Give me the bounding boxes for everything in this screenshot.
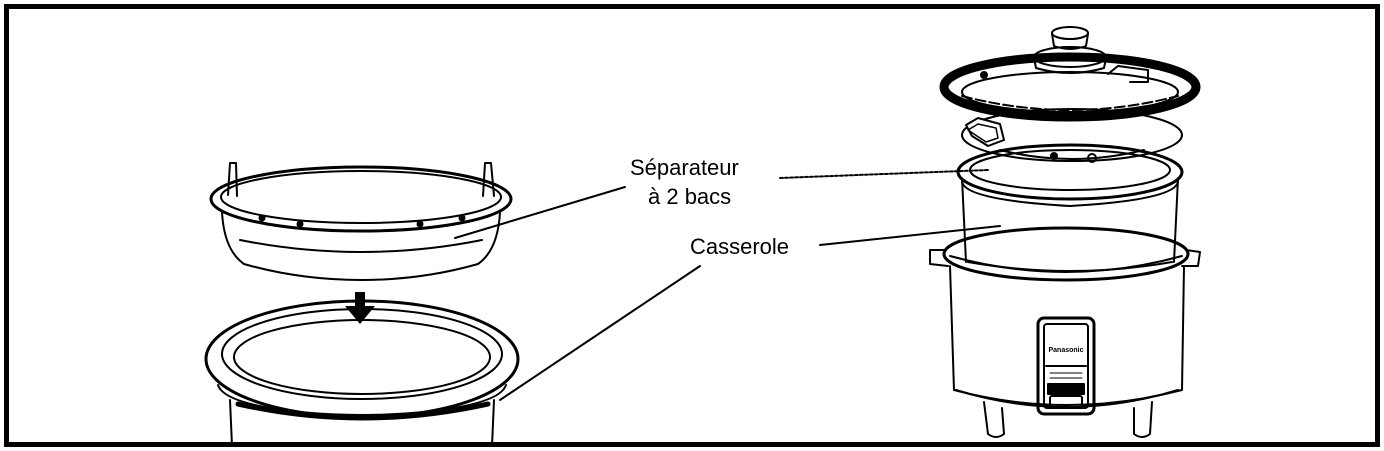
label-separator-line2: à 2 bacs bbox=[648, 184, 732, 209]
lid-knob bbox=[1033, 26, 1107, 74]
leader-line-separator-right bbox=[779, 169, 989, 179]
control-panel bbox=[1036, 316, 1096, 416]
separator-handle-left bbox=[227, 162, 238, 197]
leader-line-pot-right bbox=[819, 225, 1001, 246]
leader-line-separator-left bbox=[454, 186, 626, 239]
leader-line-pot-left bbox=[499, 265, 701, 401]
rice-cooker bbox=[929, 26, 1201, 438]
separator-tray bbox=[209, 162, 513, 281]
label-separator-line1: Séparateur bbox=[630, 155, 739, 180]
label-pot: Casserole bbox=[690, 234, 790, 259]
cooker-handle-left bbox=[929, 249, 949, 267]
cooker-handle-right bbox=[1181, 249, 1201, 267]
cook-switch bbox=[1047, 383, 1085, 395]
inner-pot bbox=[204, 299, 520, 447]
brand-label: Panasonic bbox=[1048, 347, 1083, 354]
